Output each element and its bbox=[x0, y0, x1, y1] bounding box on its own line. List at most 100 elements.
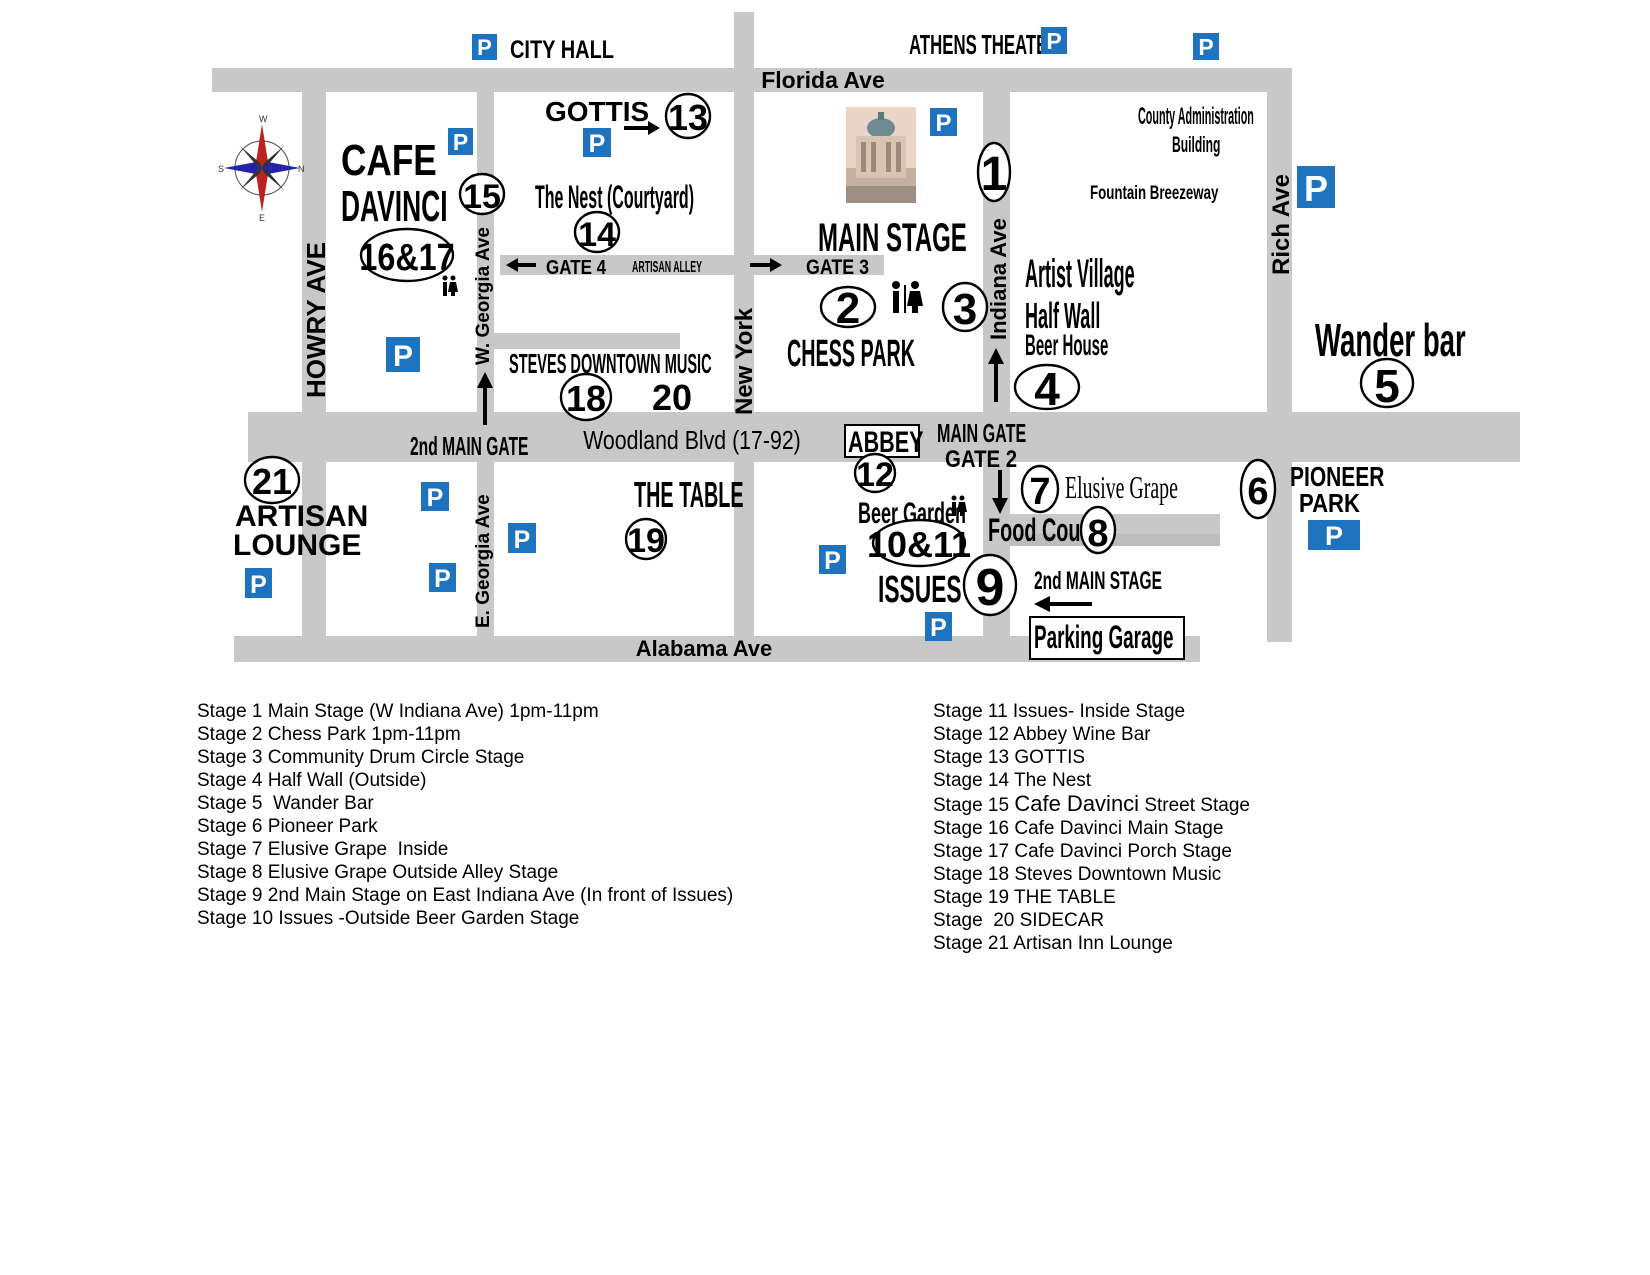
stage-marker-15[interactable]: 15 bbox=[458, 172, 506, 216]
label-athens-theater: ATHENS THEATER bbox=[909, 29, 1060, 61]
label-steves-downtown-music: STEVES DOWNTOWN MUSIC bbox=[509, 348, 712, 379]
legend-line: Stage 2 Chess Park 1pm-11pm bbox=[197, 724, 461, 745]
svg-text:4: 4 bbox=[1034, 363, 1060, 415]
svg-text:13: 13 bbox=[668, 97, 708, 138]
label-fountain-breezeway: Fountain Breezeway bbox=[1090, 183, 1219, 204]
label-artisan: ARTISAN bbox=[235, 500, 368, 533]
label-woodland-blvd: Woodland Blvd (17-92) bbox=[583, 426, 801, 456]
stage-marker-8[interactable]: 8 bbox=[1079, 505, 1117, 555]
stage-marker-6[interactable]: 6 bbox=[1239, 458, 1277, 520]
svg-text:P: P bbox=[1304, 168, 1328, 209]
stage-marker-12[interactable]: 12 bbox=[853, 452, 897, 494]
parking-icon-alabama: P bbox=[925, 612, 952, 642]
stage-marker-3[interactable]: 3 bbox=[941, 281, 989, 334]
stage-marker-19[interactable]: 19 bbox=[624, 517, 668, 561]
parking-icon-city-hall: P bbox=[472, 34, 497, 60]
label-new-york: New York bbox=[731, 307, 758, 415]
stage-marker-14[interactable]: 14 bbox=[573, 210, 621, 254]
arrow-2nd-main-stage-icon bbox=[1034, 596, 1092, 612]
arrow-gate-2-south-icon bbox=[992, 470, 1008, 514]
svg-text:P: P bbox=[1198, 34, 1213, 60]
svg-text:14: 14 bbox=[578, 216, 616, 254]
parking-icon-beer-garden: P bbox=[819, 545, 846, 575]
label-artist-village: Artist Village bbox=[1025, 251, 1135, 296]
parking-icon-gottis: P bbox=[583, 128, 611, 158]
label-issues: ISSUES bbox=[878, 568, 962, 610]
stage-marker-1[interactable]: 1 bbox=[976, 141, 1012, 203]
label-gate-2: GATE 2 bbox=[945, 445, 1017, 472]
legend-line: Stage 15 Cafe Davinci Street Stage bbox=[933, 792, 1250, 817]
stage-marker-21[interactable]: 21 bbox=[243, 455, 301, 505]
svg-text:21: 21 bbox=[252, 461, 292, 502]
svg-text:P: P bbox=[427, 484, 444, 512]
stage-marker-5[interactable]: 5 bbox=[1359, 357, 1415, 412]
label-county-admin-2: Building bbox=[1172, 132, 1220, 157]
legend-line: Stage 21 Artisan Inn Lounge bbox=[933, 933, 1173, 954]
compass-rose-icon: N S E W bbox=[218, 114, 305, 223]
restroom-icon-beer-garden bbox=[951, 495, 967, 516]
svg-text:9: 9 bbox=[976, 559, 1005, 617]
label-main-stage: MAIN STAGE bbox=[818, 215, 967, 260]
stage-marker-20[interactable]: 20 bbox=[652, 377, 692, 418]
label-the-nest: The Nest (Courtyard) bbox=[535, 180, 694, 215]
label-cafe: CAFE bbox=[341, 136, 437, 185]
legend-line: Stage 3 Community Drum Circle Stage bbox=[197, 747, 525, 768]
svg-text:P: P bbox=[393, 340, 413, 373]
label-florida-ave: Florida Ave bbox=[761, 67, 885, 93]
label-main-gate: MAIN GATE bbox=[937, 418, 1026, 448]
arrow-gate-3-icon bbox=[750, 258, 782, 272]
stage-marker-16-17[interactable]: 16&17 bbox=[359, 227, 455, 283]
stage-marker-10-11[interactable]: 10&11 bbox=[867, 518, 971, 568]
label-gate-4: GATE 4 bbox=[546, 256, 607, 279]
label-gottis: GOTTIS bbox=[545, 96, 649, 127]
street-new-york bbox=[734, 12, 754, 636]
label-elusive-grape: Elusive Grape bbox=[1065, 469, 1178, 505]
stage-marker-9[interactable]: 9 bbox=[962, 553, 1018, 617]
legend-15-suffix: Street Stage bbox=[1139, 795, 1250, 816]
legend-line: Stage 7 Elusive Grape Inside bbox=[197, 839, 449, 860]
svg-text:P: P bbox=[477, 35, 492, 60]
svg-text:10&11: 10&11 bbox=[867, 524, 971, 565]
label-pioneer: PIONEER bbox=[1290, 462, 1385, 493]
label-e-georgia-ave: E. Georgia Ave bbox=[473, 494, 494, 628]
alley-food-court-inner bbox=[1010, 534, 1220, 546]
label-parking-garage: Parking Garage bbox=[1034, 619, 1174, 656]
label-davinci: DAVINCI bbox=[341, 181, 448, 231]
label-lounge: LOUNGE bbox=[233, 529, 361, 562]
legend-15-prefix: Stage 15 bbox=[933, 795, 1015, 816]
artisan-alley bbox=[500, 255, 884, 275]
stage-marker-7[interactable]: 7 bbox=[1020, 464, 1060, 514]
legend-line: Stage 13 GOTTIS bbox=[933, 747, 1086, 768]
svg-text:P: P bbox=[589, 130, 606, 158]
svg-text:19: 19 bbox=[627, 522, 665, 560]
label-park: PARK bbox=[1299, 489, 1360, 518]
legend-line: Stage 4 Half Wall (Outside) bbox=[197, 770, 427, 791]
stage-marker-2[interactable]: 2 bbox=[819, 284, 877, 333]
legend-line: Stage 20 SIDECAR bbox=[933, 910, 1105, 931]
restroom-icon-chess bbox=[892, 281, 923, 313]
svg-text:8: 8 bbox=[1087, 513, 1108, 555]
stage-marker-13[interactable]: 13 bbox=[664, 92, 712, 140]
legend-line: Stage 17 Cafe Davinci Porch Stage bbox=[933, 841, 1232, 862]
parking-icon-athens-2: P bbox=[1193, 33, 1219, 60]
stage-marker-18[interactable]: 18 bbox=[559, 372, 613, 422]
label-abbey: ABBEY bbox=[848, 424, 924, 458]
parking-icon-georgia-3: P bbox=[429, 563, 456, 593]
svg-text:18: 18 bbox=[566, 378, 606, 419]
stage-marker-4[interactable]: 4 bbox=[1013, 363, 1081, 415]
svg-text:1: 1 bbox=[981, 148, 1008, 201]
svg-text:7: 7 bbox=[1029, 471, 1050, 513]
parking-icon-athens-1: P bbox=[1041, 27, 1067, 54]
label-food-court: Food Court bbox=[988, 512, 1095, 548]
label-w-georgia-ave: W. Georgia Ave bbox=[473, 227, 494, 365]
svg-text:3: 3 bbox=[953, 285, 977, 334]
svg-text:5: 5 bbox=[1374, 360, 1400, 412]
compass-w: W bbox=[259, 114, 268, 124]
restroom-icon-cafe bbox=[442, 275, 458, 296]
legend-line: Stage 6 Pioneer Park bbox=[197, 816, 378, 837]
compass-s: S bbox=[218, 164, 224, 174]
street-rich-ave bbox=[1267, 68, 1292, 642]
label-the-table: THE TABLE bbox=[634, 476, 744, 516]
svg-text:P: P bbox=[824, 547, 841, 575]
